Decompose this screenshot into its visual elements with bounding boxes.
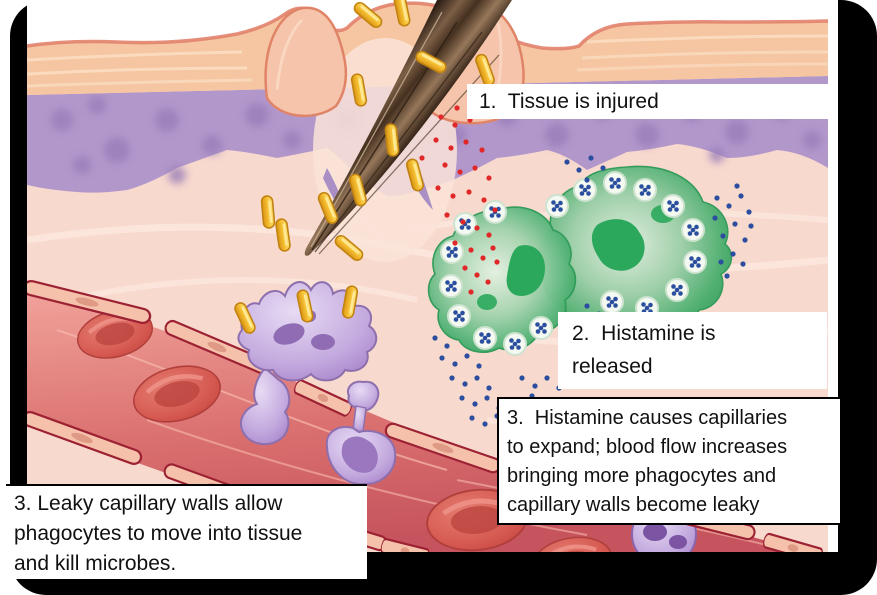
label-step2-histamine-released: 2. Histamine is released [558, 312, 827, 389]
phagocyte-squeezing-upper [347, 380, 380, 412]
mast-cell-right [539, 165, 733, 341]
label-step3-capillaries-expand: 3. Histamine causes capillaries to expan… [497, 397, 842, 525]
mast-cell-left [427, 200, 577, 356]
phagocyte-amoeboid [237, 281, 378, 382]
label-step3-leaky-walls: 3. Leaky capillary walls allow phagocyte… [6, 484, 367, 579]
phagocyte-lower-lobe [239, 366, 291, 446]
mast-cells [427, 165, 733, 356]
label-step1-tissue-injured: 1. Tissue is injured [467, 84, 838, 119]
phagocyte-group [237, 281, 397, 486]
